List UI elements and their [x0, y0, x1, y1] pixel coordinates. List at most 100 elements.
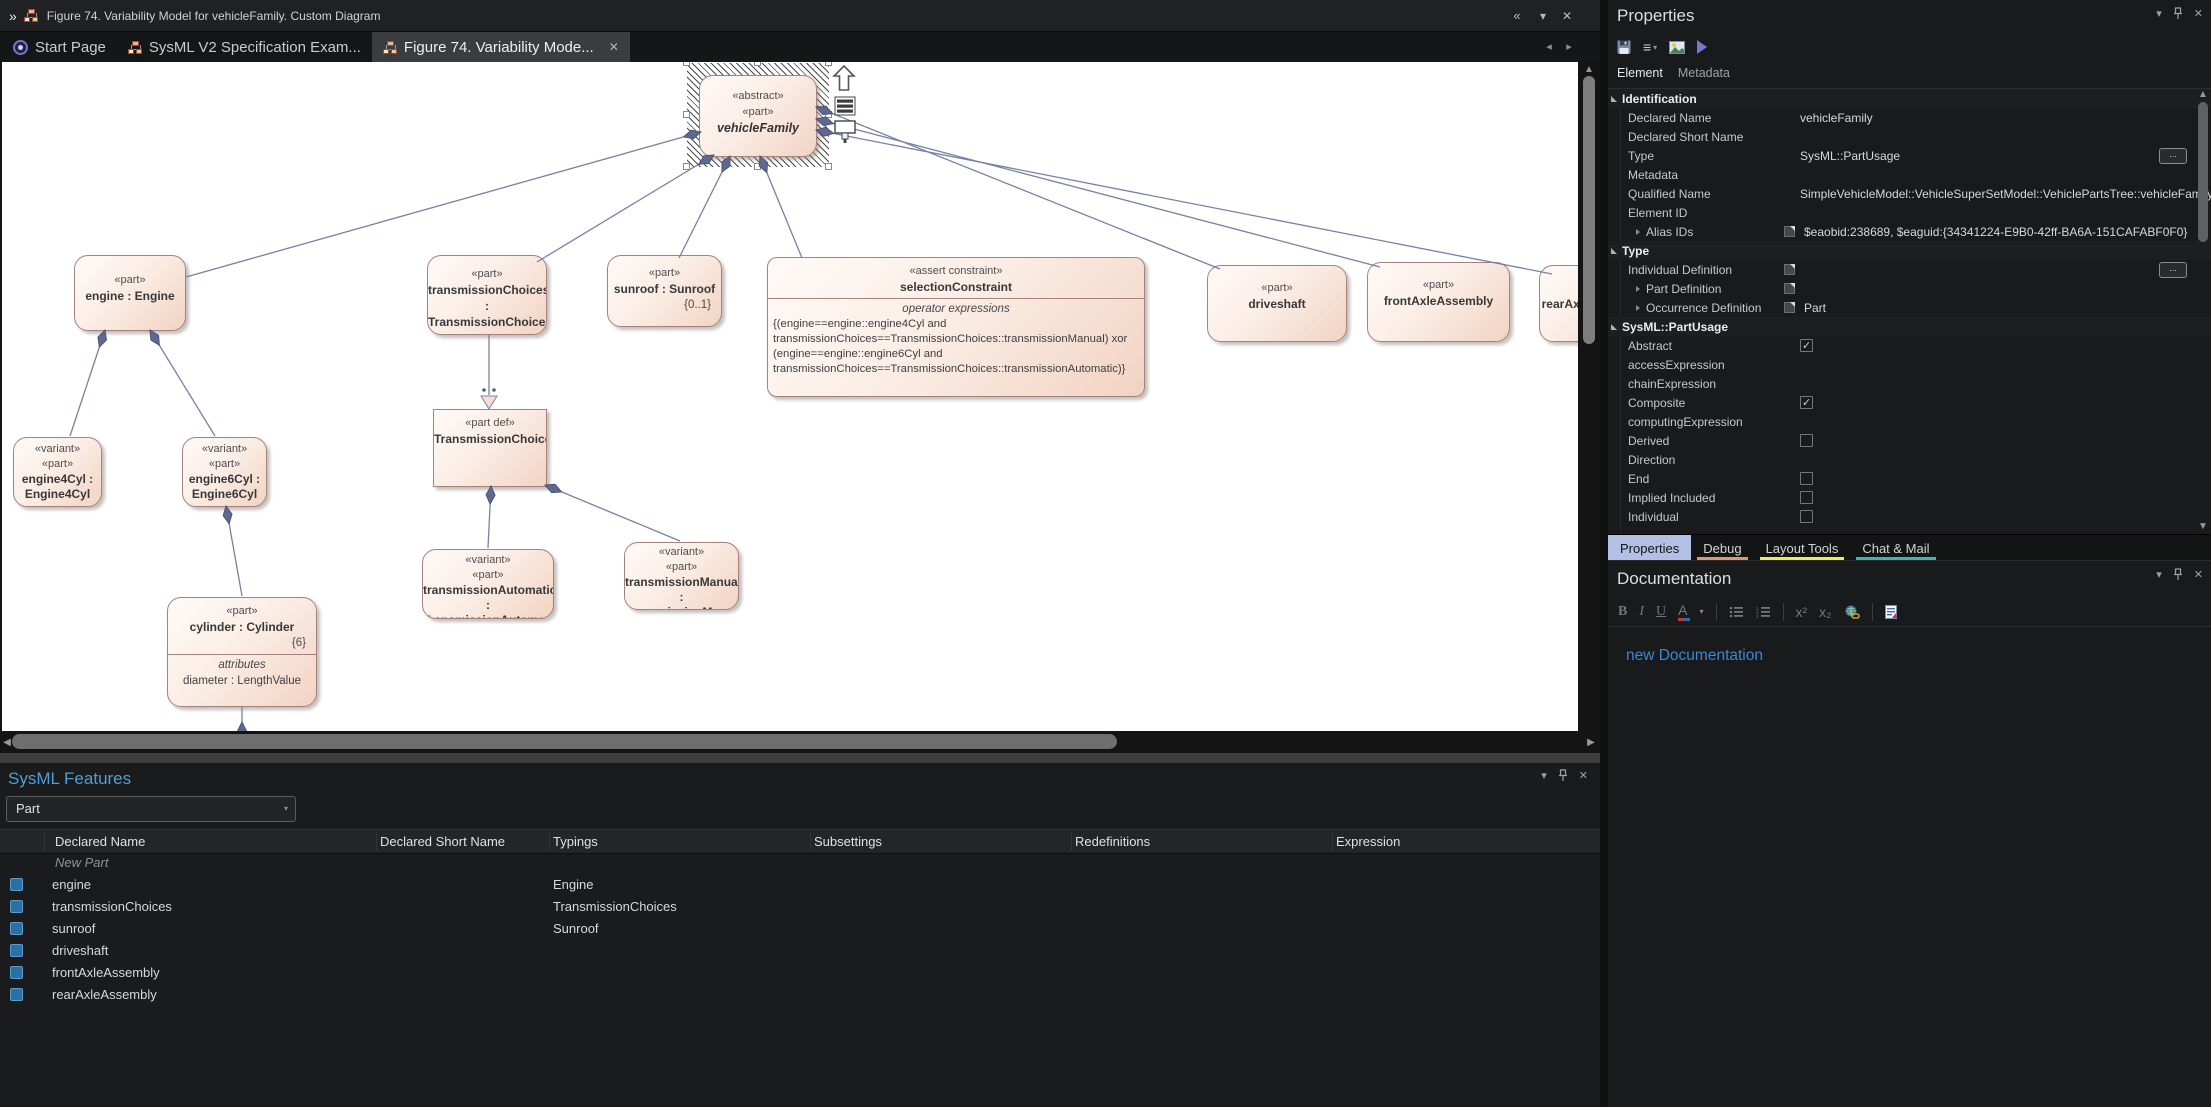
- row-expander-icon[interactable]: [1636, 285, 1640, 292]
- diagram-edge[interactable]: [816, 107, 1221, 270]
- feature-row[interactable]: frontAxleAssembly: [0, 962, 1600, 984]
- box-transmissionChoices[interactable]: «part» transmissionChoices : Transmissio…: [427, 255, 547, 335]
- bullet-list-icon[interactable]: [1729, 606, 1744, 618]
- menu-dropdown-icon[interactable]: ▾: [1539, 9, 1547, 23]
- property-row[interactable]: Composite ...: [1608, 393, 2211, 412]
- box-driveshaft[interactable]: «part» driveshaft: [1207, 265, 1347, 342]
- property-value[interactable]: SysML::PartUsage: [1800, 148, 1901, 163]
- section-expander-icon[interactable]: [1611, 324, 1617, 330]
- diagram-edge[interactable]: [488, 486, 491, 549]
- selection-handle[interactable]: [754, 62, 761, 66]
- grid-scrollbar[interactable]: ▲ ▼: [2197, 89, 2209, 535]
- property-value[interactable]: Part: [1804, 300, 1827, 315]
- superscript-icon[interactable]: x²: [1795, 603, 1808, 620]
- canvas-horizontal-scrollbar[interactable]: ◀ ▶: [0, 731, 1600, 753]
- scroll-down-icon[interactable]: ▼: [2198, 521, 2208, 532]
- property-row[interactable]: Qualified Name SimpleVehicleModel::Vehic…: [1608, 184, 2211, 203]
- property-row[interactable]: Abstract ...: [1608, 336, 2211, 355]
- diagram-edge[interactable]: [816, 130, 1553, 275]
- hyperlink-icon[interactable]: [1844, 605, 1860, 619]
- panel-splitter-strip[interactable]: [0, 753, 1600, 763]
- col-declared-name[interactable]: Declared Name: [55, 834, 146, 849]
- box-TransmissionChoices-def[interactable]: «part def» TransmissionChoices: [433, 409, 547, 487]
- box-cylinder[interactable]: «part» cylinder : Cylinder {6} attribute…: [167, 597, 317, 707]
- property-row[interactable]: Type SysML::PartUsage ...: [1608, 146, 2211, 165]
- feature-typing[interactable]: TransmissionChoices: [553, 899, 677, 914]
- box-transmissionAutomatic[interactable]: «variant» «part» transmissionAutomatic :…: [422, 549, 554, 619]
- property-row[interactable]: End ...: [1608, 469, 2211, 488]
- dock-tab[interactable]: Chat & Mail: [1850, 535, 1941, 561]
- document-tab[interactable]: SysML V2 Specification Exam...: [117, 32, 372, 62]
- document-tab[interactable]: Start Page: [2, 32, 117, 62]
- font-color-icon[interactable]: A: [1678, 602, 1691, 621]
- checkbox[interactable]: [1800, 491, 1813, 504]
- checkbox[interactable]: [1800, 472, 1813, 485]
- checkbox[interactable]: [1800, 339, 1813, 352]
- feature-name[interactable]: rearAxleAssembly: [52, 987, 157, 1002]
- feature-row[interactable]: sunroof Sunroof: [0, 918, 1600, 940]
- section-expander-icon[interactable]: [1611, 248, 1617, 254]
- tab-scroll-right-icon[interactable]: ▸: [1566, 41, 1572, 53]
- document-tab[interactable]: Figure 74. Variability Mode... ✕: [371, 32, 630, 62]
- vertical-scroll-thumb[interactable]: [1583, 76, 1595, 344]
- property-row[interactable]: Derived ...: [1608, 431, 2211, 450]
- feature-row[interactable]: rearAxleAssembly: [0, 984, 1600, 1006]
- collapse-chevrons-icon[interactable]: »: [9, 7, 17, 24]
- feature-typing[interactable]: Sunroof: [553, 921, 599, 936]
- property-row[interactable]: accessExpression ...: [1608, 355, 2211, 374]
- box-vehicleFamily[interactable]: «abstract» «part» vehicleFamily: [699, 75, 817, 157]
- close-panel-icon[interactable]: ✕: [1578, 770, 1588, 782]
- col-typings[interactable]: Typings: [553, 834, 598, 849]
- box-selectionConstraint[interactable]: «assert constraint» selectionConstraint …: [767, 257, 1145, 397]
- diagram-edge[interactable]: [150, 330, 216, 437]
- feature-name[interactable]: sunroof: [52, 921, 96, 936]
- property-row[interactable]: Individual Definition ...: [1608, 260, 2211, 279]
- move-up-icon[interactable]: [832, 64, 856, 92]
- close-panel-icon[interactable]: ✕: [2193, 569, 2203, 581]
- pin-icon[interactable]: [2173, 7, 2183, 20]
- grid-scroll-thumb[interactable]: [2198, 102, 2208, 242]
- box-sunroof[interactable]: «part» sunroof : Sunroof {0..1}: [607, 255, 722, 327]
- row-expander-icon[interactable]: [1636, 228, 1640, 235]
- diagram-edge[interactable]: [760, 156, 803, 259]
- selection-handle[interactable]: [825, 163, 832, 170]
- checkbox[interactable]: [1800, 396, 1813, 409]
- property-row[interactable]: Metadata ...: [1608, 165, 2211, 184]
- property-row[interactable]: chainExpression ...: [1608, 374, 2211, 393]
- property-row[interactable]: Occurrence Definition Part ...: [1608, 298, 2211, 317]
- scroll-up-icon[interactable]: ▲: [1584, 64, 1594, 75]
- numbered-list-icon[interactable]: 1 2 3: [1756, 606, 1771, 618]
- horizontal-scroll-thumb[interactable]: [12, 734, 1117, 749]
- section-expander-icon[interactable]: [1611, 96, 1617, 102]
- row-expander-icon[interactable]: [1636, 304, 1640, 311]
- feature-typing[interactable]: Engine: [553, 877, 594, 892]
- selection-handle[interactable]: [683, 62, 690, 66]
- hamburger-menu-icon[interactable]: ≡▾: [1643, 39, 1658, 55]
- diagram-edge[interactable]: [69, 330, 105, 437]
- feature-name[interactable]: engine: [52, 877, 92, 892]
- property-row[interactable]: Direction ...: [1608, 450, 2211, 469]
- diagram-canvas[interactable]: «abstract» «part» vehicleFamily «part» e…: [2, 62, 1578, 731]
- selection-handle[interactable]: [683, 111, 690, 118]
- italic-icon[interactable]: I: [1639, 603, 1645, 619]
- close-window-icon[interactable]: ✕: [1561, 9, 1573, 23]
- run-icon[interactable]: [1697, 40, 1708, 54]
- property-row[interactable]: Alias IDs $eaobid:238689, $eaguid:{34341…: [1608, 222, 2211, 241]
- subscript-icon[interactable]: x₂: [1819, 603, 1832, 620]
- dock-tab[interactable]: Properties: [1608, 535, 1692, 561]
- underline-icon[interactable]: U: [1656, 603, 1667, 619]
- col-redefinitions[interactable]: Redefinitions: [1075, 834, 1151, 849]
- diagram-edge[interactable]: [536, 155, 714, 263]
- ellipsis-button[interactable]: ...: [2159, 148, 2187, 164]
- col-subsettings[interactable]: Subsettings: [814, 834, 882, 849]
- property-row[interactable]: SysML::PartUsage ...: [1608, 317, 2211, 336]
- diagram-edge[interactable]: [816, 119, 1381, 268]
- selection-handle[interactable]: [825, 111, 832, 118]
- col-declared-short-name[interactable]: Declared Short Name: [380, 834, 505, 849]
- box-rearAxleAssembly[interactable]: «part» rearAxleAssembly: [1539, 265, 1578, 342]
- property-row[interactable]: Part Definition ...: [1608, 279, 2211, 298]
- diagram-edge[interactable]: [678, 156, 731, 259]
- selection-handle[interactable]: [683, 163, 690, 170]
- new-documentation-link[interactable]: new Documentation: [1626, 647, 1763, 664]
- box-transmissionManual[interactable]: «variant» «part» transmissionManual : Tr…: [624, 542, 739, 610]
